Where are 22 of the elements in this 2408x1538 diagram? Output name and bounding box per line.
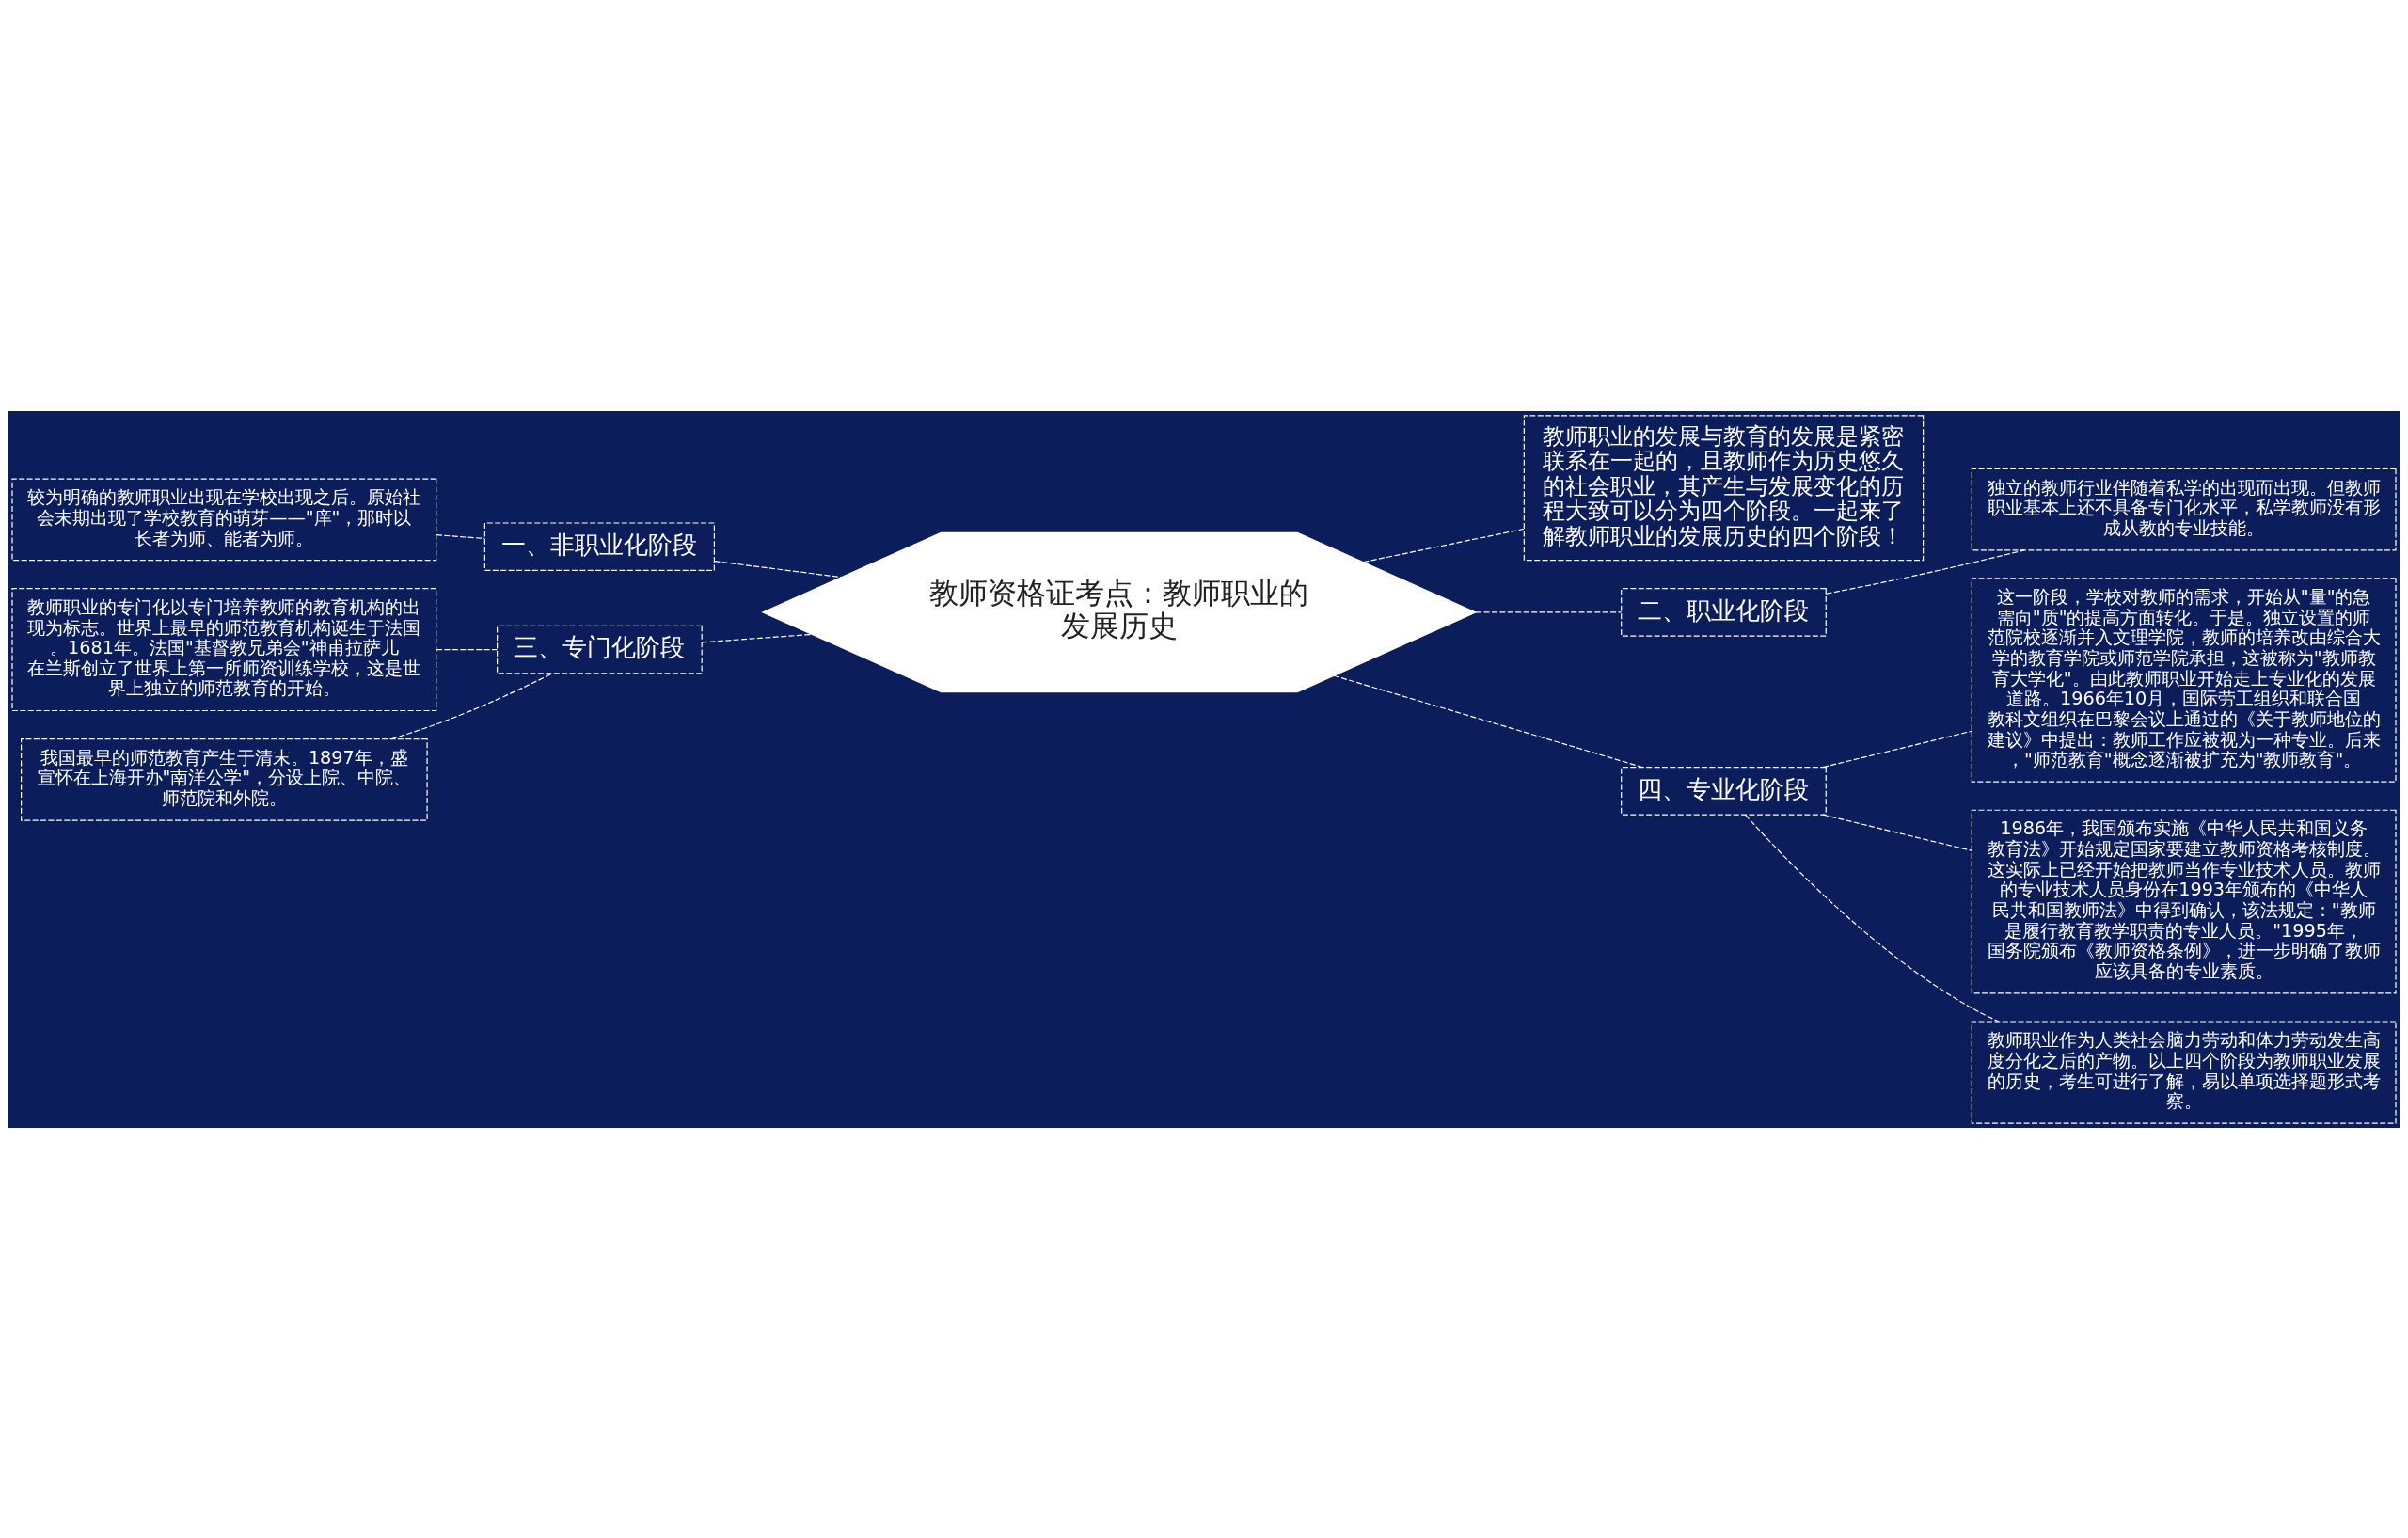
node-box: 独立的教师行业伴随着私学的出现而出现。但教师职业基本上还不具备专门化水平，私学教师没有形成从教的专业技能。	[1971, 468, 2397, 550]
node-box: 教师职业的专门化以专门培养教师的教育机构的出现为标志。世界上最早的师范教育机构诞生于法国。1681年。法国"基督教兄弟会"神甫拉萨儿在兰斯创立了世界上第一所师资训练学校，这是世界上独立的师范教育的开始。	[11, 587, 437, 711]
node-box: 我国最早的师范教育产生于清末。1897年，盛宣怀在上海开办"南洋公学"，分设上院、中院、师范院和外院。	[21, 737, 428, 821]
node-box: 二、职业化阶段	[1621, 587, 1827, 637]
connector	[436, 533, 485, 539]
node-box: 三、专门化阶段	[497, 625, 703, 674]
connector	[1475, 610, 1623, 613]
connector	[714, 560, 842, 578]
node-box: 教师职业作为人类社会脑力劳动和体力劳动发生高度分化之后的产物。以上四个阶段为教师职业发展的历史，考生可进行了解，易以单项选择题形式考察。	[1971, 1020, 2397, 1124]
connector	[1363, 528, 1525, 563]
connector	[1822, 730, 1972, 768]
connector	[436, 648, 498, 650]
node-box: 这一阶段，学校对教师的需求，开始从"量"的急需向"质"的提高方面转化。于是。独立设置的师范院校逐渐并入文理学院，教师的培养改由综合大学的教育学院或师范学院承担，这被称为"教师教育大学化"。由此教师职业开始走上专业化的发展道路。1966年10月，国际劳工组织和联合国教科文组织在巴黎会议上通过的《关于教师地位的建议》中提出：教师工作应被视为一种专业。后来，"师范教育"概念逐渐被扩充为"教师教育"。	[1971, 577, 2397, 783]
node-box: 教师职业的发展与教育的发展是紧密联系在一起的，且教师作为历史悠久的社会职业，其产生与发展变化的历程大致可以分为四个阶段。一起来了解教师职业的发展历史的四个阶段！	[1523, 414, 1925, 561]
connector	[1822, 814, 1972, 851]
node-box: 四、专业化阶段	[1621, 766, 1827, 816]
node-box: 较为明确的教师职业出现在学校出现之后。原始社会末期出现了学校教育的萌芽——"庠"，那时以长者为师、能者为师。	[11, 478, 437, 561]
connector	[701, 633, 813, 642]
node-box: 1986年，我国颁布实施《中华人民共和国义务教育法》开始规定国家要建立教师资格考核制度。这实际上已经开始把教师当作专业技术人员。教师的专业技术人员身份在1993年颁布的《中华人民共和国教师法》中得到确认，该法规定："教师是履行教育教学职责的专业人员。"1995年，国务院颁布《教师资格条例》，进一步明确了教师应该具备的专业素质。	[1971, 809, 2397, 994]
node-box: 一、非职业化阶段	[483, 521, 715, 571]
connector	[1745, 814, 2000, 1022]
connector	[1333, 674, 1643, 768]
